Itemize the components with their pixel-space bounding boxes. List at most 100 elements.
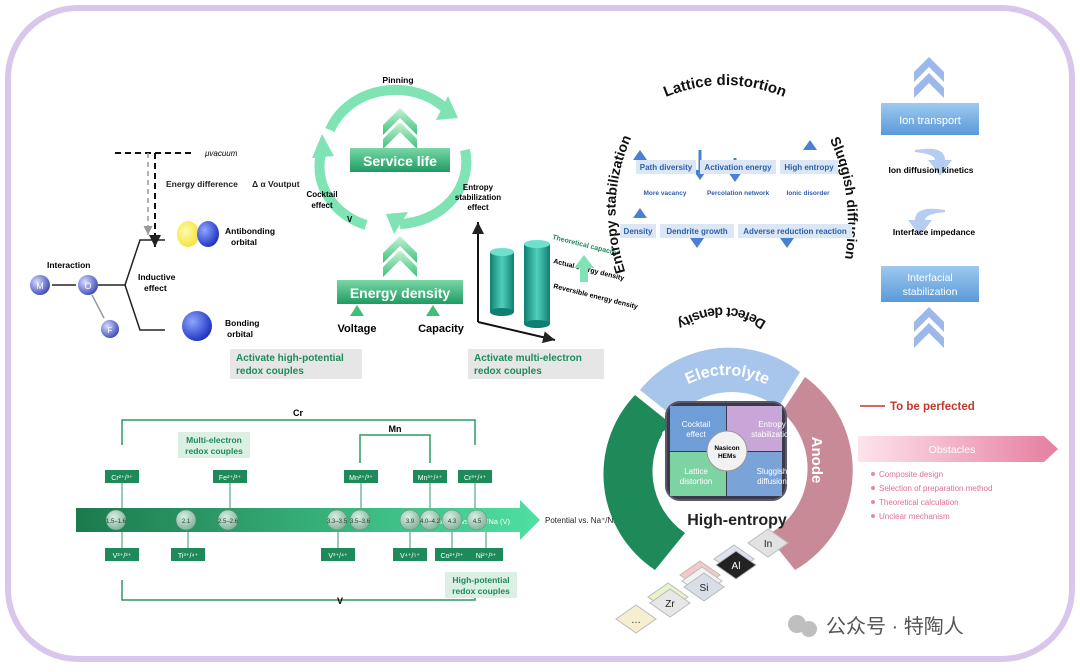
wechat-icon-2 (801, 621, 817, 637)
redox-bottom-box-label: V²⁺/³⁺ (113, 553, 132, 560)
redox-top-box (213, 470, 247, 483)
redox-top-box-label: Fe²⁺/³⁺ (219, 475, 241, 482)
service-life-label: Service life (363, 153, 437, 169)
interaction-label: Interaction (47, 260, 90, 270)
redox-top-box (413, 470, 447, 483)
inductive-label-2: effect (144, 283, 167, 293)
potential-circle (217, 509, 239, 531)
redox-bottom-box (105, 548, 139, 561)
dendrite-growth-box (660, 224, 734, 238)
atom-o (78, 275, 98, 295)
ion-diffusion-label: Ion diffusion kinetics (888, 165, 973, 175)
density-label: Density (624, 227, 653, 236)
path-diversity-label: Path diversity (640, 163, 693, 172)
energy-difference-label: Energy difference (166, 179, 238, 189)
atom-o-label: O (84, 281, 91, 291)
capacity-label: Capacity (418, 323, 465, 335)
electrolyte-segment (640, 347, 800, 418)
chevron-up-icon (383, 108, 417, 149)
arrow-down-icon (728, 172, 742, 182)
potential-circle (466, 509, 488, 531)
cr-bracket-label: Cr (293, 408, 303, 418)
antibonding-lobe-blue (197, 221, 219, 247)
element-tile (715, 550, 757, 580)
element-tile-label: … (631, 615, 641, 626)
redox-top-box-label: Cr³⁺/⁴⁺ (464, 475, 486, 482)
redox-bottom-box-label: Ni²⁺/³⁺ (476, 553, 497, 560)
arrow-up-icon (633, 208, 647, 218)
redox-top-box (458, 470, 492, 483)
capacity-arrow-icon (426, 305, 440, 316)
o-f-bond (91, 294, 105, 319)
redox-bottom-box-label: Ti³⁺/⁴⁺ (178, 553, 199, 560)
ion-flow-diagram: Ion transport Ion diffusion kinetics Int… (881, 57, 979, 348)
obstacle-bullet (871, 500, 875, 504)
redox-bottom-box (321, 548, 355, 561)
redox-bottom-boxes: V²⁺/³⁺Ti³⁺/⁴⁺V³⁺/⁴⁺V⁴⁺/⁵⁺Co²⁺/³⁺Ni²⁺/³⁺ (105, 532, 503, 561)
antibonding-label-2: orbital (231, 237, 257, 247)
high-potential-label-2: redox couples (452, 586, 510, 596)
obstacle-item: Composite design (879, 470, 943, 479)
voltage-arrow-icon (350, 305, 364, 316)
mn-bracket-label: Mn (389, 424, 402, 434)
bonding-orbital-sphere (182, 311, 212, 341)
element-tile (683, 572, 725, 602)
multi-electron-box (178, 432, 250, 458)
energy-density-box (337, 280, 463, 304)
high-entropy-box (780, 160, 838, 174)
bonding-branch (124, 284, 165, 331)
potential-circle-label: 4.5 (473, 519, 482, 525)
high-entropy-label: High-entropy (687, 512, 787, 529)
element-tile-label: Zr (665, 599, 675, 610)
redox-bottom-box (469, 548, 503, 561)
activate-hp-label-2: redox couples (236, 366, 304, 377)
redox-top-box-label: Mn²⁺/³⁺ (349, 475, 373, 482)
high-potential-label-1: High-potential (452, 575, 509, 585)
mini-chart-x-axis (477, 321, 556, 344)
element-tile (649, 588, 691, 618)
redox-top-box (344, 470, 378, 483)
interfacial-stab-label-1: Interfacial (907, 272, 953, 284)
to-be-perfected-label: To be perfected (890, 401, 975, 413)
element-tile-label: Si (700, 583, 709, 594)
cycle-arc-left (314, 148, 368, 230)
curved-arrow-icon (915, 148, 952, 176)
obstacle-item: Theoretical calculation (879, 498, 959, 507)
voltage-label: Voltage (338, 323, 377, 335)
inductive-label-1: Inductive (138, 272, 176, 282)
potential-circle-label: 2.1 (182, 519, 191, 525)
antibonding-branch (98, 239, 165, 286)
cycle-arc-top (325, 84, 449, 133)
high-potential-box (445, 572, 517, 598)
potential-axis-label: Potential vs. Na⁺/Na (V) (545, 516, 631, 525)
potential-circle (419, 509, 441, 531)
potential-circle (441, 509, 463, 531)
cycle-arc-right (399, 148, 472, 229)
v-bracket-label: V (337, 596, 343, 606)
redox-top-box-label: Mn³⁺/⁴⁺ (418, 475, 443, 482)
potential-circle-label: 4.0–4.2 (420, 519, 441, 525)
pinning-label-1: Pinning (382, 75, 413, 85)
dendrite-growth-label: Dendrite growth (666, 227, 727, 236)
entropy-stab-label-3: effect (467, 203, 489, 212)
delta-v-label: Δ α Voutput (252, 179, 300, 189)
nasicon-center (706, 430, 748, 472)
element-tile-label: Al (732, 561, 741, 572)
potential-circle (105, 509, 127, 531)
orbital-diagram: μvacuum Energy difference Δ α Voutput An… (30, 149, 300, 341)
activate-hp-box (230, 349, 362, 379)
cycle-v-label: V (347, 215, 353, 224)
obstacle-item: Selection of preparation method (879, 484, 992, 493)
ion-transport-box (881, 103, 979, 135)
cycle-arrowhead-right (386, 212, 408, 234)
sluggish-diffusion-hub-label-2: diffusion (757, 477, 787, 486)
curved-arrow-icon (908, 208, 945, 236)
cylinder-bar-left (490, 248, 514, 316)
redox-bottom-box (171, 548, 205, 561)
obstacle-bullet (871, 472, 875, 476)
center-label-2: HEMs (718, 453, 736, 460)
entropy-stab-hub-label-2: stabilization (751, 430, 793, 439)
redox-bottom-box-label: V³⁺/⁴⁺ (328, 553, 348, 560)
